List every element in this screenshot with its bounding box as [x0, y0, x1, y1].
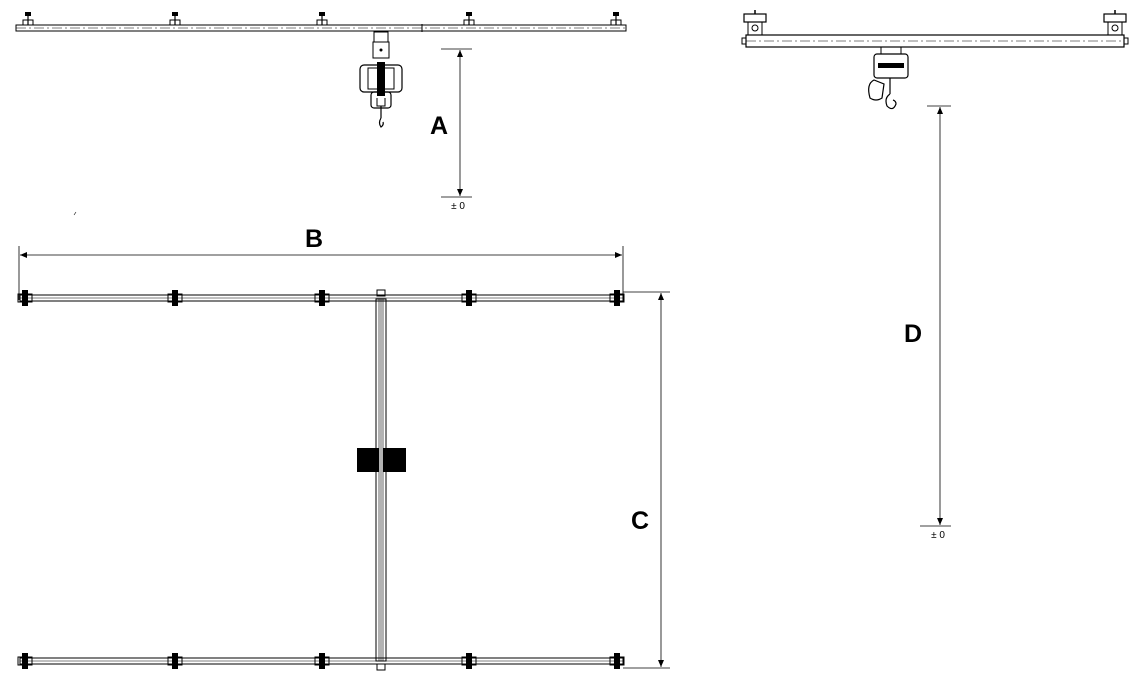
runway-clamp [314, 290, 330, 306]
dimension-b: B [18, 225, 624, 300]
suspension-clamp [463, 12, 475, 26]
suspension-clamp [610, 12, 622, 26]
runway-clamp [167, 653, 183, 669]
end-truck-left [743, 10, 767, 36]
crane-girder-end [741, 34, 1129, 48]
runway-clamp [609, 653, 625, 669]
suspension-clamp [22, 12, 34, 26]
dimension-c: C [623, 291, 670, 669]
end-view: D ± 0 [741, 10, 1129, 541]
floor-level-label: ± 0 [931, 530, 945, 541]
runway-clamp [609, 290, 625, 306]
runway-clamp [461, 653, 477, 669]
dimension-label-d: D [904, 320, 922, 348]
chain-hoist-side [359, 31, 403, 128]
runway-clamp [17, 653, 33, 669]
dimension-label-b: B [305, 225, 323, 253]
dimension-label-c: C [631, 507, 649, 535]
side-view: A ± 0 [15, 12, 627, 216]
runway-clamp [461, 290, 477, 306]
end-truck-right [1103, 10, 1127, 36]
suspension-clamp [316, 12, 328, 26]
floor-level-label: ± 0 [451, 201, 465, 212]
plan-view: B [17, 225, 670, 671]
dimension-a: A ± 0 [430, 48, 472, 212]
runway-clamp [314, 653, 330, 669]
runway-top [17, 290, 625, 306]
dimension-label-a: A [430, 112, 448, 140]
runway-clamp [17, 290, 33, 306]
runway-clamp [167, 290, 183, 306]
runway-bottom [17, 653, 625, 669]
suspension-clamp [169, 12, 181, 26]
dimension-d: D ± 0 [904, 105, 951, 541]
bridge-girder [375, 289, 387, 671]
suspension-clamps-side [22, 12, 622, 26]
hoist-trolley-plan [357, 448, 406, 472]
chain-hoist-end [868, 46, 909, 110]
